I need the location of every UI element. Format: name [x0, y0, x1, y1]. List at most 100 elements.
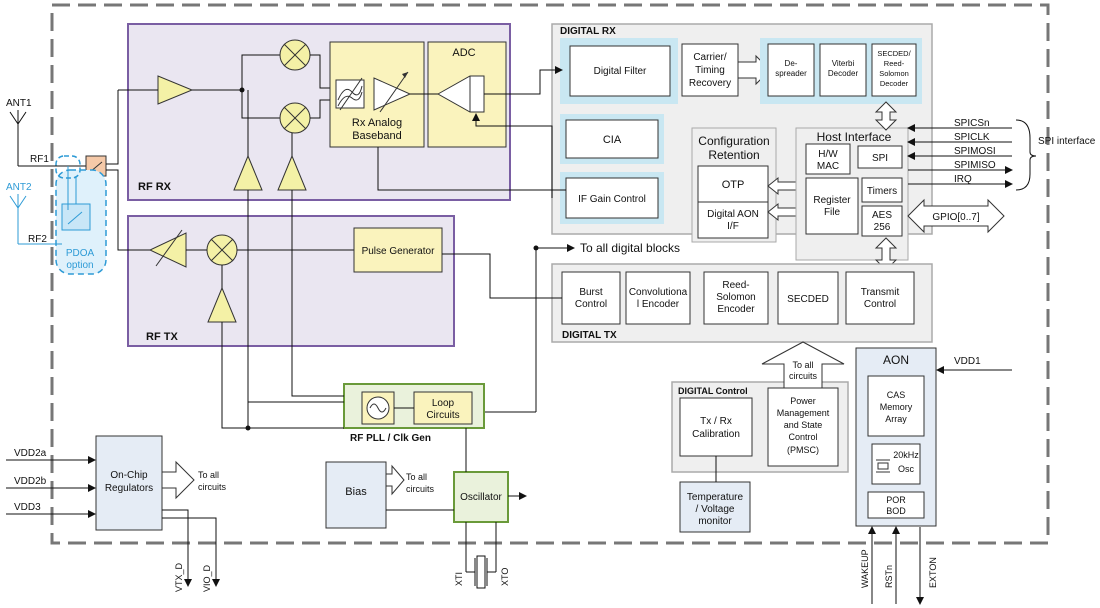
aon-title: AON — [883, 353, 909, 367]
aes-box — [861, 205, 903, 237]
digital-tx-title: DIGITAL TX — [562, 330, 617, 341]
aon-osc-label-2: Osc — [898, 464, 915, 474]
secded-decoder-label-3: Solomon — [879, 69, 909, 78]
txrx-label-1: Tx / Rx — [700, 416, 732, 427]
aon-if-label-2: I/F — [727, 221, 739, 232]
loop-label-1: Loop — [432, 398, 455, 409]
config-title-2: Retention — [708, 148, 759, 162]
vio-d-label: VIO_D — [202, 564, 212, 592]
ant1-label: ANT1 — [6, 98, 32, 109]
adc-label: ADC — [452, 47, 475, 59]
vdd2b-label: VDD2b — [14, 476, 47, 487]
temp-label-1: Temperature — [687, 492, 744, 503]
rf-rx-title: RF RX — [138, 181, 172, 193]
regulators-to-all-2: circuits — [198, 482, 227, 492]
baseband-vga-icon — [373, 71, 412, 113]
por-label-2: BOD — [886, 506, 906, 516]
oscillator-label: Oscillator — [460, 492, 502, 503]
viterbi-label-2: Decoder — [828, 69, 859, 78]
conv-label-1: Convolutiona — [629, 287, 688, 298]
secded-encoder-label: SECDED — [787, 294, 829, 305]
despreader-label-1: De- — [785, 59, 798, 68]
pmsc-to-all-arrow — [761, 341, 845, 389]
transmit-control-box — [845, 271, 915, 325]
cas-label-1: CAS — [887, 390, 906, 400]
crystal-icon — [876, 459, 890, 473]
carrier-recovery-box — [681, 43, 739, 97]
ant2-icon — [9, 194, 62, 245]
pdoa-label-1: PDOA — [66, 248, 95, 259]
spi-interface-label: SPI interface — [1038, 136, 1096, 147]
gpio-label: GPIO[0..7] — [932, 212, 979, 223]
baseband-label-1: Rx Analog — [352, 117, 402, 129]
config-title-1: Configuration — [698, 134, 769, 148]
digital-rx-title: DIGITAL RX — [560, 26, 616, 37]
despreader-label-2: spreader — [775, 69, 807, 78]
temp-label-3: monitor — [698, 516, 732, 527]
pulse-generator-label: Pulse Generator — [362, 246, 435, 257]
ant2-label: ANT2 — [6, 182, 32, 193]
viterbi-label-1: Viterbi — [832, 59, 855, 68]
if-gain-label: IF Gain Control — [578, 194, 646, 205]
register-file-label-2: File — [824, 207, 841, 218]
timers-label: Timers — [867, 186, 897, 197]
cas-memory-box — [867, 375, 925, 437]
cia-label: CIA — [603, 134, 622, 146]
exton-label: EXTON — [928, 557, 938, 588]
cia-box — [565, 119, 659, 159]
digital-filter-label: Digital Filter — [594, 66, 647, 77]
digital-control-title: DIGITAL Control — [678, 386, 748, 396]
chip-boundary — [50, 3, 1050, 545]
pmsc-to-all-label-2: circuits — [789, 371, 818, 381]
pmsc-label-4: Control — [788, 432, 817, 442]
spiclk-label: SPICLK — [954, 132, 990, 143]
rf2-label: RF2 — [28, 234, 47, 245]
aon-if-box — [697, 201, 769, 239]
bias-to-all-1: To all — [406, 472, 427, 482]
spimiso-label: SPIMISO — [954, 160, 996, 171]
otp-box — [697, 165, 769, 203]
temp-label-2: / Voltage — [696, 504, 735, 515]
vdd2a-label: VDD2a — [14, 448, 47, 459]
register-file-label-1: Register — [813, 195, 851, 206]
tx-mixer-icon — [206, 234, 238, 266]
sine-wave-icon — [366, 396, 390, 420]
carrier-label-2: Timing — [695, 65, 725, 76]
otp-label: OTP — [722, 179, 745, 191]
bias-out-arrow — [385, 464, 405, 496]
digital-filter-box — [569, 45, 671, 97]
pmsc-label-1: Power — [790, 396, 816, 406]
bias-box — [325, 461, 387, 529]
pdoa-option-group — [55, 155, 107, 275]
rx-mixer-i-icon — [279, 39, 311, 71]
rs-encoder-box — [703, 271, 769, 325]
rs-label-1: Reed- — [722, 280, 749, 291]
timers-box — [861, 177, 903, 203]
regulators-label-2: Regulators — [105, 483, 153, 494]
regulators-box — [95, 435, 163, 531]
crystal-ext-icon — [465, 522, 497, 589]
burst-label-1: Burst — [579, 287, 603, 298]
secded-decoder-label-4: Decoder — [880, 79, 909, 88]
gpio-arrow — [907, 198, 1005, 234]
pmsc-label-3: and State — [784, 420, 823, 430]
rf-pll-title: RF PLL / Clk Gen — [350, 433, 431, 444]
hw-mac-label-1: H/W — [818, 149, 838, 160]
baseband-label-2: Baseband — [352, 130, 402, 142]
aon-osc-label-1: 20kHz — [893, 450, 919, 460]
oscillator-box — [453, 471, 509, 523]
baseband-filter-icon — [335, 77, 365, 111]
temp-monitor-box — [679, 481, 751, 533]
rf1-label: RF1 — [30, 154, 49, 165]
secded-decoder-box — [871, 43, 917, 97]
xti-label: XTI — [454, 572, 464, 586]
pdoa-label-2: option — [66, 260, 93, 271]
cas-label-3: Array — [885, 414, 907, 424]
spicsn-label: SPICSn — [954, 118, 990, 129]
transmit-label-2: Control — [864, 299, 896, 310]
rs-label-2: Solomon — [716, 292, 755, 303]
por-bod-box — [867, 491, 925, 519]
spi-bracket — [1015, 119, 1037, 191]
